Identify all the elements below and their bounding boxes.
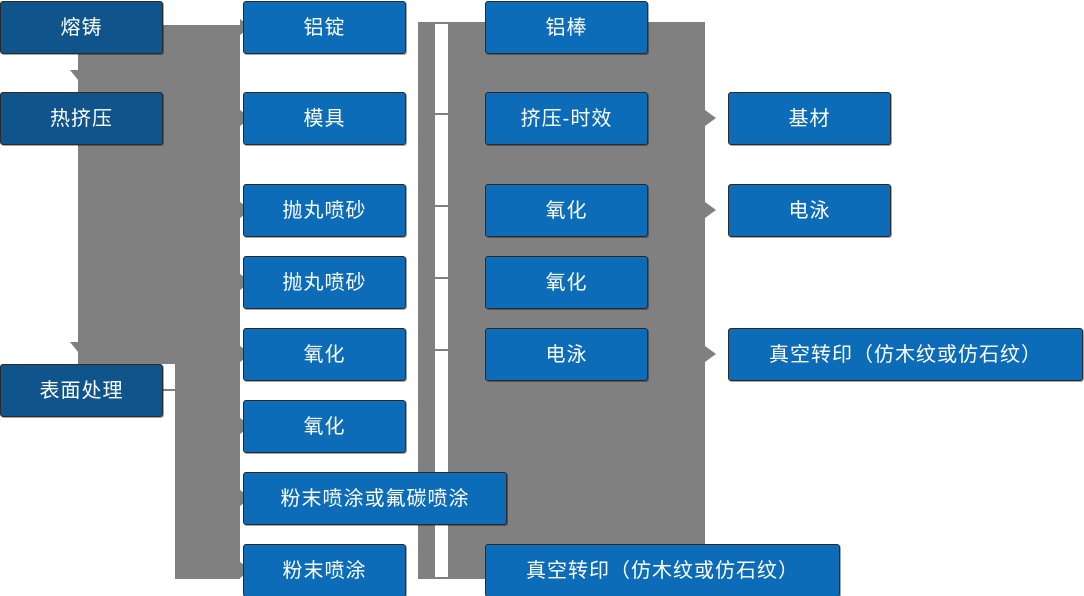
node-label: 氧化 [545,199,588,222]
tick-treatment-5 [435,349,450,351]
arrow-down-to-hot-extrusion [70,70,86,80]
node-o3[interactable]: 抛丸喷砂 [243,184,406,237]
node-o4[interactable]: 抛丸喷砂 [243,256,406,309]
connector-trunk-left-lower [175,364,240,579]
arrow-down-to-surface-treatment [70,342,86,352]
node-r3[interactable]: 真空转印（仿木纹或仿石纹） [728,328,1083,381]
node-s3[interactable]: 表面处理 [0,364,163,417]
node-label: 真空转印（仿木纹或仿石纹） [526,559,799,582]
node-r1[interactable]: 基材 [728,92,891,145]
node-t6[interactable]: 真空转印（仿木纹或仿石纹） [485,544,840,596]
node-label: 氧化 [303,415,346,438]
node-o2[interactable]: 模具 [243,92,406,145]
tick-treatment-6 [435,577,450,579]
node-label: 真空转印（仿木纹或仿石纹） [769,343,1042,366]
node-s2[interactable]: 热挤压 [0,92,163,145]
node-label: 粉末喷涂 [282,559,367,582]
arrow-to-substrate [705,110,716,126]
node-o1[interactable]: 铝锭 [243,1,406,54]
node-t4[interactable]: 氧化 [485,256,648,309]
tick-treatment-4 [435,277,450,279]
node-label: 粉末喷涂或氟碳喷涂 [280,487,470,510]
node-label: 氧化 [545,271,588,294]
node-o7[interactable]: 粉末喷涂或氟碳喷涂 [243,472,507,525]
node-t3[interactable]: 氧化 [485,184,648,237]
arrow-to-electrophoresis-output [705,202,716,218]
node-t5[interactable]: 电泳 [485,328,648,381]
node-o8[interactable]: 粉末喷涂 [243,544,406,596]
node-label: 电泳 [788,199,831,222]
connector-surface-treatment-link [163,389,177,391]
tick-treatment-3 [435,205,450,207]
node-label: 模具 [303,107,346,130]
node-label: 表面处理 [39,379,124,402]
tick-treatment-2 [435,113,450,115]
node-label: 熔铸 [60,16,103,39]
node-label: 氧化 [303,343,346,366]
node-s1[interactable]: 熔铸 [0,1,163,54]
node-label: 基材 [788,107,831,130]
node-r2[interactable]: 电泳 [728,184,891,237]
node-label: 挤压-时效 [520,107,613,130]
tick-treatment-1 [435,22,450,24]
node-o5[interactable]: 氧化 [243,328,406,381]
arrow-to-vacuum-transfer-output [705,346,716,362]
node-label: 铝锭 [303,16,346,39]
node-label: 抛丸喷砂 [282,199,367,222]
node-label: 热挤压 [50,107,113,130]
node-o6[interactable]: 氧化 [243,400,406,453]
node-label: 铝棒 [545,16,588,39]
node-t2[interactable]: 挤压-时效 [485,92,648,145]
node-label: 抛丸喷砂 [282,271,367,294]
connector-rail-middle [418,22,435,579]
node-t1[interactable]: 铝棒 [485,1,648,54]
connector-trunk-left-upper [78,25,240,364]
node-label: 电泳 [545,343,588,366]
